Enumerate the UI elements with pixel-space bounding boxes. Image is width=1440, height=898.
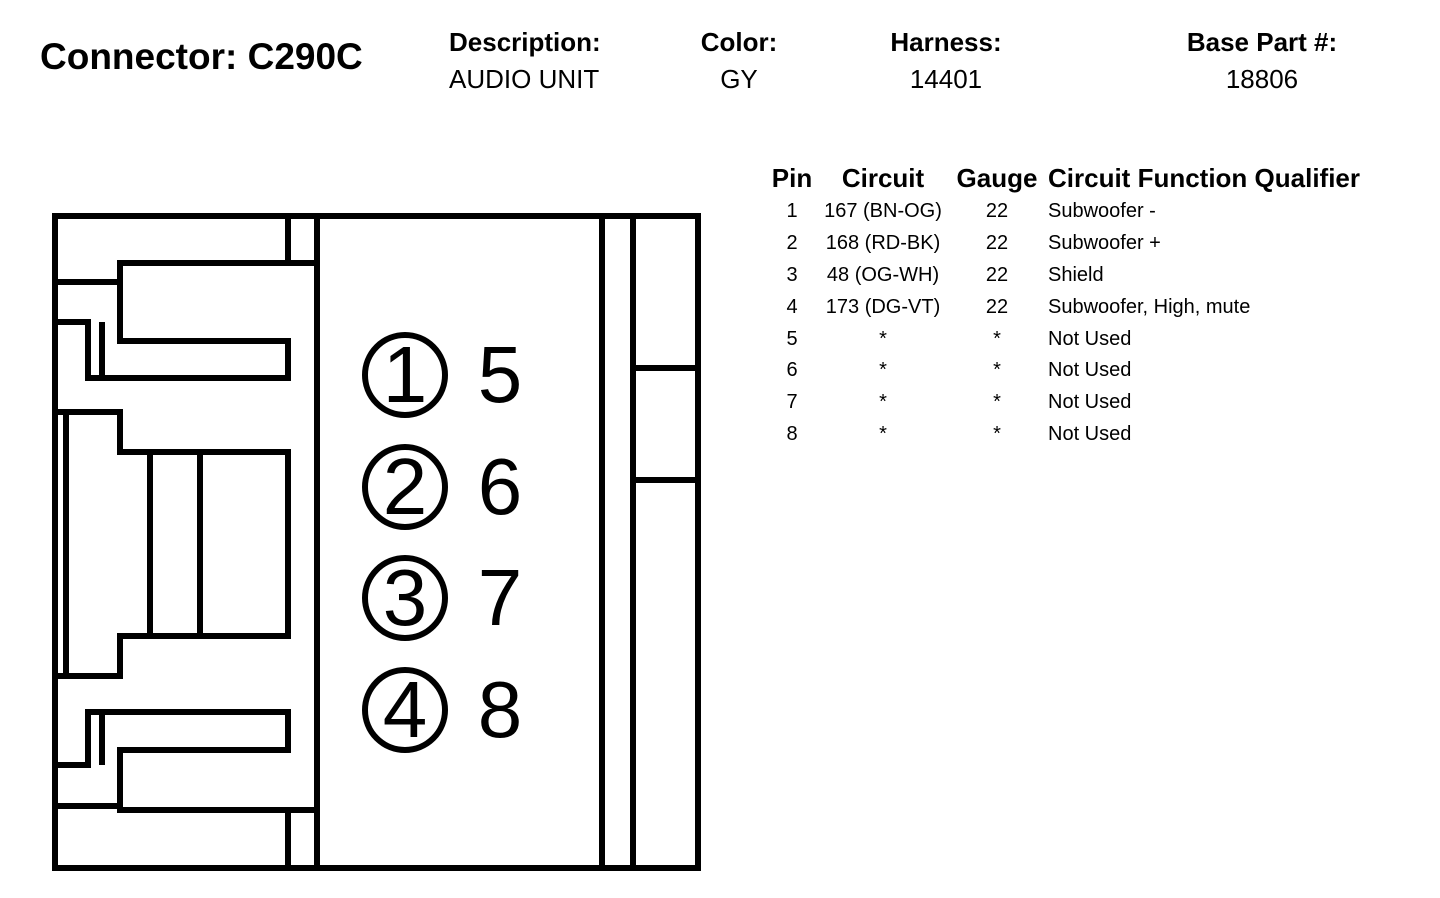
gauge-cell: 22 bbox=[985, 263, 1009, 286]
table-row: 3 48 (OG-WH) 22 Shield bbox=[764, 260, 1360, 292]
gauge-cell: 22 bbox=[985, 200, 1009, 223]
harness-field: Harness: 14401 bbox=[870, 26, 1022, 96]
description-label: Description: bbox=[449, 27, 601, 57]
pin-number-circled: 3 bbox=[383, 553, 428, 642]
header-gauge: Gauge bbox=[956, 162, 1038, 193]
color-label: Color: bbox=[700, 27, 778, 57]
pin-circle bbox=[362, 332, 448, 418]
function-cell: Subwoofer + bbox=[1048, 232, 1161, 255]
circuit-cell: 168 (RD-BK) bbox=[825, 232, 941, 255]
circuit-cell: * bbox=[879, 391, 887, 414]
center-key bbox=[55, 409, 291, 679]
base-part-field: Base Part #: 18806 bbox=[1170, 26, 1354, 96]
header-function: Circuit Function Qualifier bbox=[1048, 162, 1361, 193]
connector-body-outline bbox=[52, 213, 701, 871]
circuit-cell: * bbox=[879, 422, 887, 445]
circuit-cell: * bbox=[879, 359, 887, 382]
pin-table-header: Pin Circuit Gauge Circuit Function Quali… bbox=[764, 160, 1360, 196]
function-cell: Shield bbox=[1048, 263, 1104, 286]
pin-circle bbox=[362, 555, 448, 641]
base-part-label: Base Part #: bbox=[1186, 27, 1338, 57]
description-field: Description: AUDIO UNIT bbox=[449, 26, 601, 96]
pin-cell: 8 bbox=[786, 422, 798, 445]
circuit-cell: * bbox=[879, 327, 887, 350]
harness-value: 14401 bbox=[909, 64, 983, 94]
table-row: 5 * * Not Used bbox=[764, 323, 1360, 355]
pin-cell: 5 bbox=[786, 327, 798, 350]
description-value: AUDIO UNIT bbox=[449, 64, 600, 94]
function-cell: Not Used bbox=[1048, 359, 1132, 382]
pin-cell: 4 bbox=[786, 295, 798, 318]
pin-number-plain: 6 bbox=[478, 442, 523, 531]
gauge-cell: * bbox=[993, 391, 1001, 414]
lower-latch-arm bbox=[55, 709, 291, 809]
gauge-cell: * bbox=[993, 359, 1001, 382]
circuit-cell: 48 (OG-WH) bbox=[826, 263, 940, 286]
gauge-cell: * bbox=[993, 422, 1001, 445]
circuit-cell: 173 (DG-VT) bbox=[825, 295, 941, 318]
pin-cell: 3 bbox=[786, 263, 798, 286]
connector-title: Connector: C290C bbox=[40, 36, 363, 77]
pin-table: Pin Circuit Gauge Circuit Function Quali… bbox=[764, 160, 1360, 450]
gauge-cell: 22 bbox=[985, 295, 1009, 318]
pin-number-circled: 4 bbox=[383, 665, 428, 754]
pin-number-circled: 1 bbox=[383, 330, 428, 419]
pin-cell: 6 bbox=[786, 359, 798, 382]
header-pin: Pin bbox=[771, 162, 813, 193]
header-circuit: Circuit bbox=[841, 162, 925, 193]
pin-cell: 2 bbox=[786, 232, 798, 255]
pin-number-plain: 5 bbox=[478, 330, 523, 419]
pin-number-circled: 2 bbox=[383, 442, 428, 531]
upper-latch-arm bbox=[55, 282, 291, 381]
pin-number-plain: 8 bbox=[478, 665, 523, 754]
function-cell: Not Used bbox=[1048, 422, 1132, 445]
function-cell: Not Used bbox=[1048, 327, 1132, 350]
base-part-value: 18806 bbox=[1225, 64, 1299, 94]
lower-latch-bottom bbox=[117, 806, 317, 813]
function-cell: Subwoofer - bbox=[1048, 200, 1156, 223]
upper-latch-top bbox=[55, 260, 317, 285]
pin-number-plain: 7 bbox=[478, 553, 523, 642]
table-row: 8 * * Not Used bbox=[764, 419, 1360, 451]
table-row: 1 167 (BN-OG) 22 Subwoofer - bbox=[764, 196, 1360, 228]
gauge-cell: 22 bbox=[985, 232, 1009, 255]
color-field: Color: GY bbox=[680, 26, 798, 96]
table-row: 4 173 (DG-VT) 22 Subwoofer, High, mute bbox=[764, 291, 1360, 323]
pin-cell: 1 bbox=[786, 200, 798, 223]
gauge-cell: * bbox=[993, 327, 1001, 350]
table-row: 6 * * Not Used bbox=[764, 355, 1360, 387]
table-row: 7 * * Not Used bbox=[764, 387, 1360, 419]
function-cell: Subwoofer, High, mute bbox=[1048, 295, 1251, 318]
harness-label: Harness: bbox=[890, 27, 1002, 57]
circuit-cell: 167 (BN-OG) bbox=[824, 200, 942, 223]
function-cell: Not Used bbox=[1048, 391, 1132, 414]
color-value: GY bbox=[720, 64, 758, 94]
pin-circle bbox=[362, 667, 448, 753]
pin-cell: 7 bbox=[786, 391, 798, 414]
pin-circle bbox=[362, 444, 448, 530]
table-row: 2 168 (RD-BK) 22 Subwoofer + bbox=[764, 228, 1360, 260]
